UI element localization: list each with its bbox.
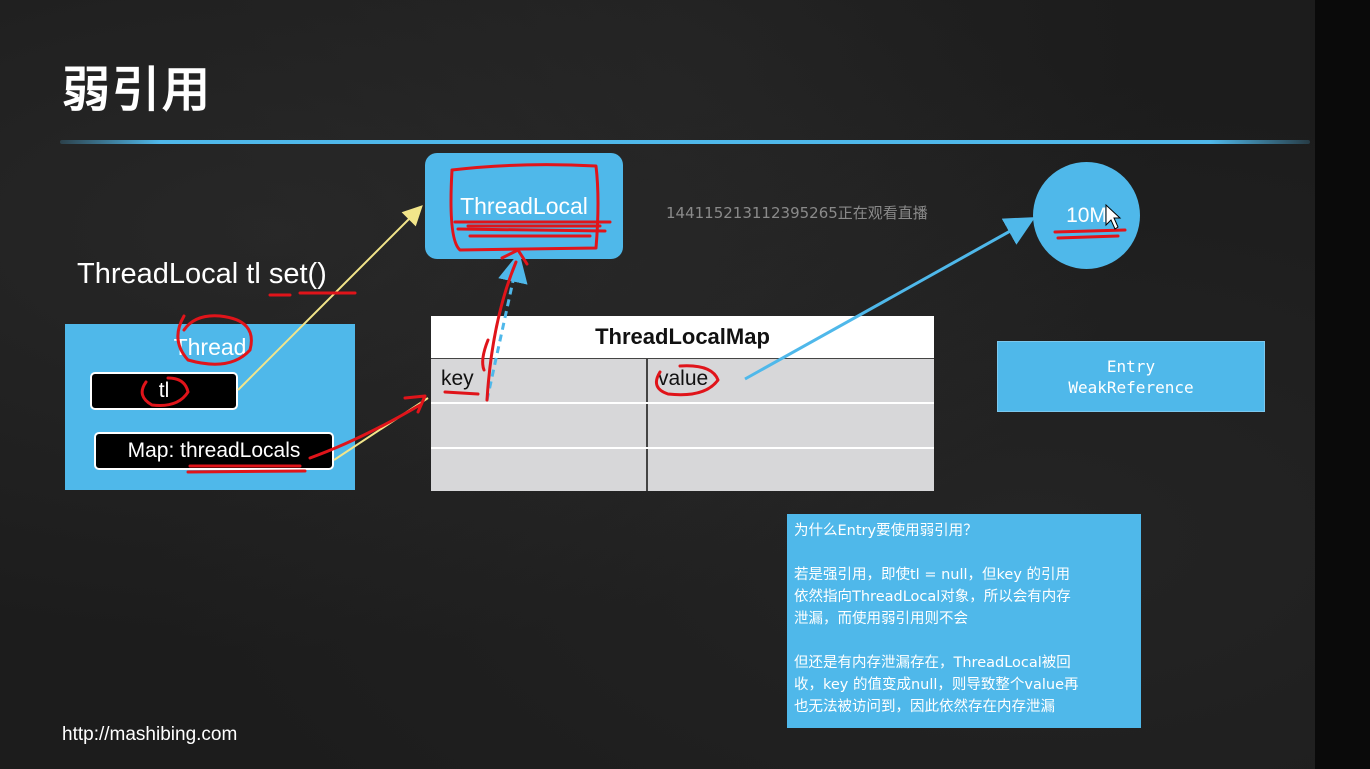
note-paragraph-line: 但还是有内存泄漏存在，ThreadLocal被回	[794, 655, 1071, 671]
entry-label: Entry	[1106, 356, 1156, 376]
table-cell-key: key	[431, 359, 648, 402]
threadlocalmap-title: ThreadLocalMap	[431, 316, 934, 359]
table-row	[431, 449, 934, 491]
thread-label: Thread	[173, 334, 247, 360]
note-paragraph-line: 泄漏，而使用弱引用则不会	[794, 611, 968, 627]
explanation-note: 为什么Entry要使用弱引用？ 若是强引用，即使tl = null，但key 的…	[787, 514, 1141, 728]
note-question: 为什么Entry要使用弱引用？	[794, 523, 978, 539]
weakreference-label: WeakReference	[1068, 377, 1194, 397]
memory-object-label: 10M	[1066, 203, 1107, 227]
cell-text: key	[441, 367, 474, 390]
note-paragraph-line: 也无法被访问到，因此依然存在内存泄漏	[794, 699, 1055, 715]
table-cell-value: value	[648, 359, 934, 402]
slide-title: 弱引用	[62, 62, 213, 118]
threadlocalmap-table: ThreadLocalMap key value	[431, 316, 934, 491]
site-url: http://mashibing.com	[62, 724, 238, 745]
window-edge	[1315, 0, 1370, 769]
live-viewer-notice: 144115213112395265正在观看直播	[666, 204, 928, 222]
cell-text: value	[658, 367, 709, 390]
table-cell-key	[431, 404, 648, 447]
note-paragraph-line: 收，key 的值变成null，则导致整个value再	[794, 677, 1079, 693]
threadlocal-object-label: ThreadLocal	[460, 192, 588, 219]
table-row: key value	[431, 359, 934, 404]
threadlocal-object-node: ThreadLocal	[425, 153, 623, 259]
memory-object-node: 10M	[1033, 162, 1140, 269]
table-row	[431, 404, 934, 449]
table-cell-value	[648, 449, 934, 491]
code-line: ThreadLocal tl set()	[77, 258, 327, 290]
thread-field-map: Map: threadLocals	[94, 432, 334, 470]
note-paragraph-line: 若是强引用，即使tl = null，但key 的引用	[794, 567, 1071, 583]
table-cell-value	[648, 404, 934, 447]
title-divider	[60, 140, 1310, 144]
thread-field-tl: tl	[90, 372, 238, 410]
thread-box: Thread tl Map: threadLocals	[65, 324, 355, 490]
note-paragraph-line: 依然指向ThreadLocal对象，所以会有内存	[794, 589, 1071, 605]
table-cell-key	[431, 449, 648, 491]
entry-weakreference-box: Entry WeakReference	[997, 341, 1265, 412]
